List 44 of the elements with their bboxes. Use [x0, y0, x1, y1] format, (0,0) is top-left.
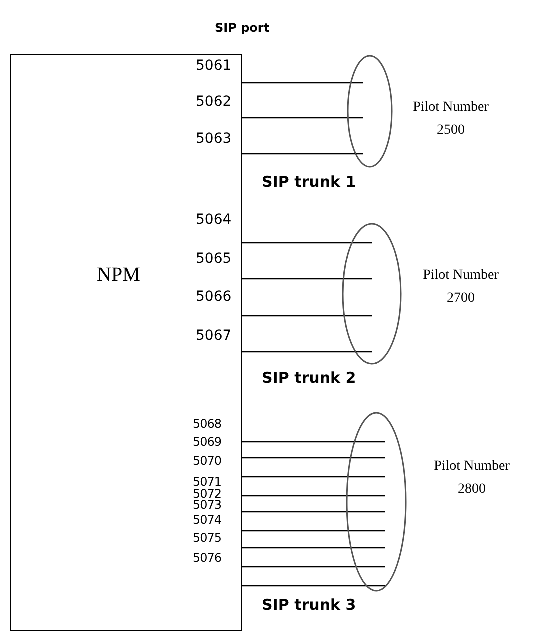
connector-line	[241, 351, 372, 353]
port-number: 5067	[196, 329, 232, 343]
connector-line	[241, 242, 372, 244]
trunk-ellipse	[347, 55, 393, 168]
column-heading: SIP port	[215, 22, 270, 34]
port-number: 5072	[193, 488, 222, 500]
connector-line	[241, 441, 385, 443]
port-number: 5075	[193, 532, 222, 544]
connector-line	[241, 547, 385, 549]
system-name: NPM	[97, 265, 140, 285]
connector-line	[241, 511, 385, 513]
connector-line	[241, 153, 363, 155]
trunk-ellipse	[346, 412, 407, 592]
port-number: 5061	[196, 59, 232, 73]
connector-line	[241, 476, 385, 478]
port-number: 5073	[193, 499, 222, 511]
port-number: 5066	[196, 290, 232, 304]
pilot-number-label: Pilot Number 2700	[422, 267, 500, 308]
connector-line	[241, 457, 385, 459]
port-number: 5070	[193, 455, 222, 467]
port-number: 5062	[196, 95, 232, 109]
port-number: 5076	[193, 552, 222, 564]
pilot-number-label: Pilot Number 2500	[412, 99, 490, 140]
connector-line	[241, 82, 363, 84]
port-number: 5063	[196, 132, 232, 146]
trunk-label: SIP trunk 2	[262, 371, 356, 386]
connector-line	[241, 566, 385, 568]
trunk-label: SIP trunk 1	[262, 175, 356, 190]
port-number: 5065	[196, 252, 232, 266]
port-number: 5069	[193, 436, 222, 448]
connector-line	[241, 530, 385, 532]
port-number: 5064	[196, 213, 232, 227]
port-number: 5074	[193, 514, 222, 526]
connector-line	[241, 495, 385, 497]
trunk-label: SIP trunk 3	[262, 598, 356, 613]
pilot-number-label: Pilot Number 2800	[433, 458, 511, 499]
connector-line	[241, 585, 385, 587]
trunk-ellipse	[342, 223, 402, 365]
connector-line	[241, 117, 363, 119]
port-number: 5071	[193, 476, 222, 488]
port-number: 5068	[193, 418, 222, 430]
connector-line	[241, 278, 372, 280]
system-box	[10, 54, 242, 631]
connector-line	[241, 315, 372, 317]
